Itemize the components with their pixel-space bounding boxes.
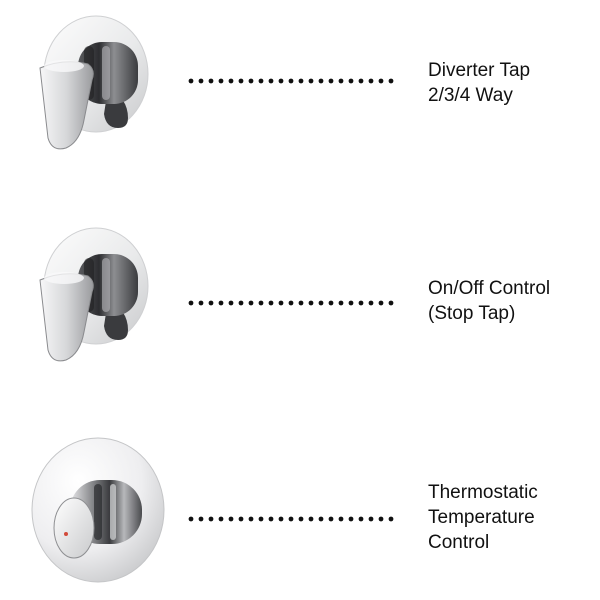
dotted-leader [188,510,398,522]
dotted-leader [188,72,398,84]
label-line: Temperature [428,507,535,528]
label-line: Control [428,532,490,553]
label-line: (Stop Tap) [428,303,516,324]
legend-row-thermostatic: Thermostatic Temperature Control [0,420,600,600]
thermostatic-control-label: Thermostatic Temperature Control [428,480,593,555]
label-line: On/Off Control [428,278,551,299]
label-line: 2/3/4 Way [428,85,513,106]
dotted-leader [188,294,398,306]
label-line: Thermostatic [428,482,538,503]
on-off-control-label: On/Off Control (Stop Tap) [428,276,593,326]
diverter-tap-label: Diverter Tap 2/3/4 Way [428,58,593,108]
legend-row-diverter: Diverter Tap 2/3/4 Way [0,0,600,200]
label-line: Diverter Tap [428,60,531,81]
legend-row-on-off: On/Off Control (Stop Tap) [0,210,600,410]
thermostatic-knob-icon [20,428,170,588]
lever-tap-icon [20,222,160,382]
lever-tap-icon [20,10,160,170]
